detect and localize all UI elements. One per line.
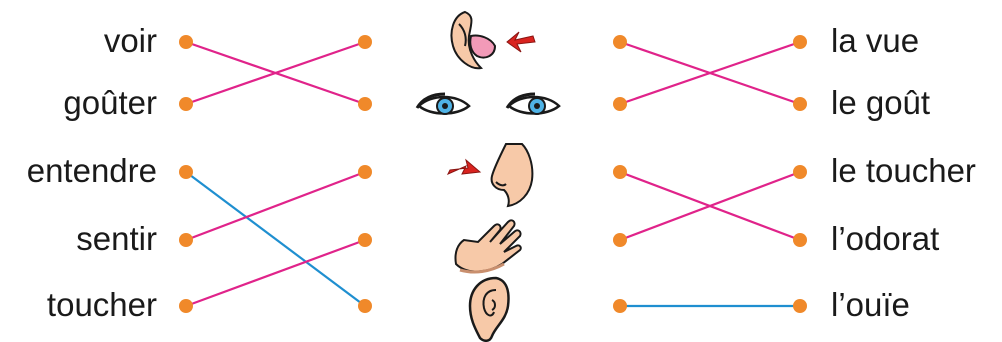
right-word-dot-4[interactable] xyxy=(793,299,807,313)
nose-icon xyxy=(448,144,532,206)
left-word-dot-2[interactable] xyxy=(179,165,193,179)
left-word-dot-4[interactable] xyxy=(179,299,193,313)
right-icon-dot-2[interactable] xyxy=(613,165,627,179)
right-word-dot-1[interactable] xyxy=(793,97,807,111)
right-icon-dot-1[interactable] xyxy=(613,97,627,111)
right-word-dot-2[interactable] xyxy=(793,165,807,179)
right-icon-dot-4[interactable] xyxy=(613,299,627,313)
left-link-4 xyxy=(186,240,365,306)
hand-icon xyxy=(455,220,520,272)
tongue-icon xyxy=(452,12,536,68)
left-link-3 xyxy=(186,172,365,240)
left-icon-dot-2[interactable] xyxy=(358,165,372,179)
right-word-dot-0[interactable] xyxy=(793,35,807,49)
left-icon-dot-4[interactable] xyxy=(358,299,372,313)
left-word-dot-3[interactable] xyxy=(179,233,193,247)
left-icon-dot-3[interactable] xyxy=(358,233,372,247)
left-icon-dot-1[interactable] xyxy=(358,97,372,111)
left-word-dot-0[interactable] xyxy=(179,35,193,49)
right-word-dot-3[interactable] xyxy=(793,233,807,247)
right-icon-dot-0[interactable] xyxy=(613,35,627,49)
left-word-dot-1[interactable] xyxy=(179,97,193,111)
left-link-2 xyxy=(186,172,365,306)
right-icon-dot-3[interactable] xyxy=(613,233,627,247)
ear-icon xyxy=(470,278,509,341)
eyes-icon xyxy=(417,94,559,114)
left-icon-dot-0[interactable] xyxy=(358,35,372,49)
